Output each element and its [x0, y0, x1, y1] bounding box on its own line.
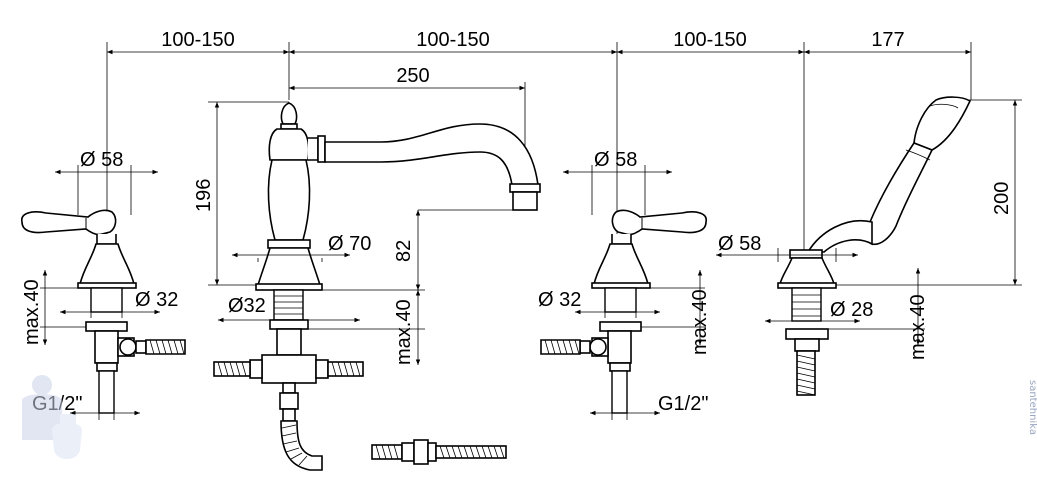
- watermark-text: santehnika: [1027, 380, 1037, 435]
- dia-32-right-label: Ø 32: [538, 289, 581, 311]
- max40-left-label: max.40: [21, 279, 43, 345]
- span-right-label: 100-150: [673, 29, 746, 51]
- left-valve: Ø 58 max.40 Ø 32 G1/2": [21, 149, 186, 420]
- center-spout: 250 196 Ø 70 82: [193, 65, 541, 471]
- watermark-logo: [22, 375, 82, 459]
- spout-height-label: 196: [193, 179, 215, 212]
- max40-center-label: max.40: [393, 299, 415, 365]
- hand-shower: 200 Ø 58 Ø 28 max.40: [716, 96, 1022, 396]
- dia-58-left-label: Ø 58: [80, 149, 123, 171]
- spout-clearance-label: 82: [393, 240, 415, 262]
- shower-height-label: 200: [991, 182, 1013, 215]
- dia-32-center-label: Ø32: [228, 295, 266, 317]
- dia-70-label: Ø 70: [328, 233, 371, 255]
- top-dimension-chain: 100-150 100-150 100-150 177: [106, 29, 972, 290]
- max40-shower-label: max.40: [907, 294, 929, 360]
- max40-right-label: max.40: [689, 289, 711, 355]
- spout-reach-label: 250: [396, 65, 429, 87]
- span-shower-label: 177: [871, 29, 904, 51]
- dia-32-left-label: Ø 32: [135, 289, 178, 311]
- right-valve: Ø 58 max.40 Ø 32 G1/2": [538, 149, 711, 420]
- dia-58-shower-label: Ø 58: [718, 233, 761, 255]
- dia-28-label: Ø 28: [830, 299, 873, 321]
- dia-58-right-label: Ø 58: [594, 149, 637, 171]
- span-center-label: 100-150: [416, 29, 489, 51]
- span-left-label: 100-150: [161, 29, 234, 51]
- thread-right-label: G1/2": [658, 393, 708, 415]
